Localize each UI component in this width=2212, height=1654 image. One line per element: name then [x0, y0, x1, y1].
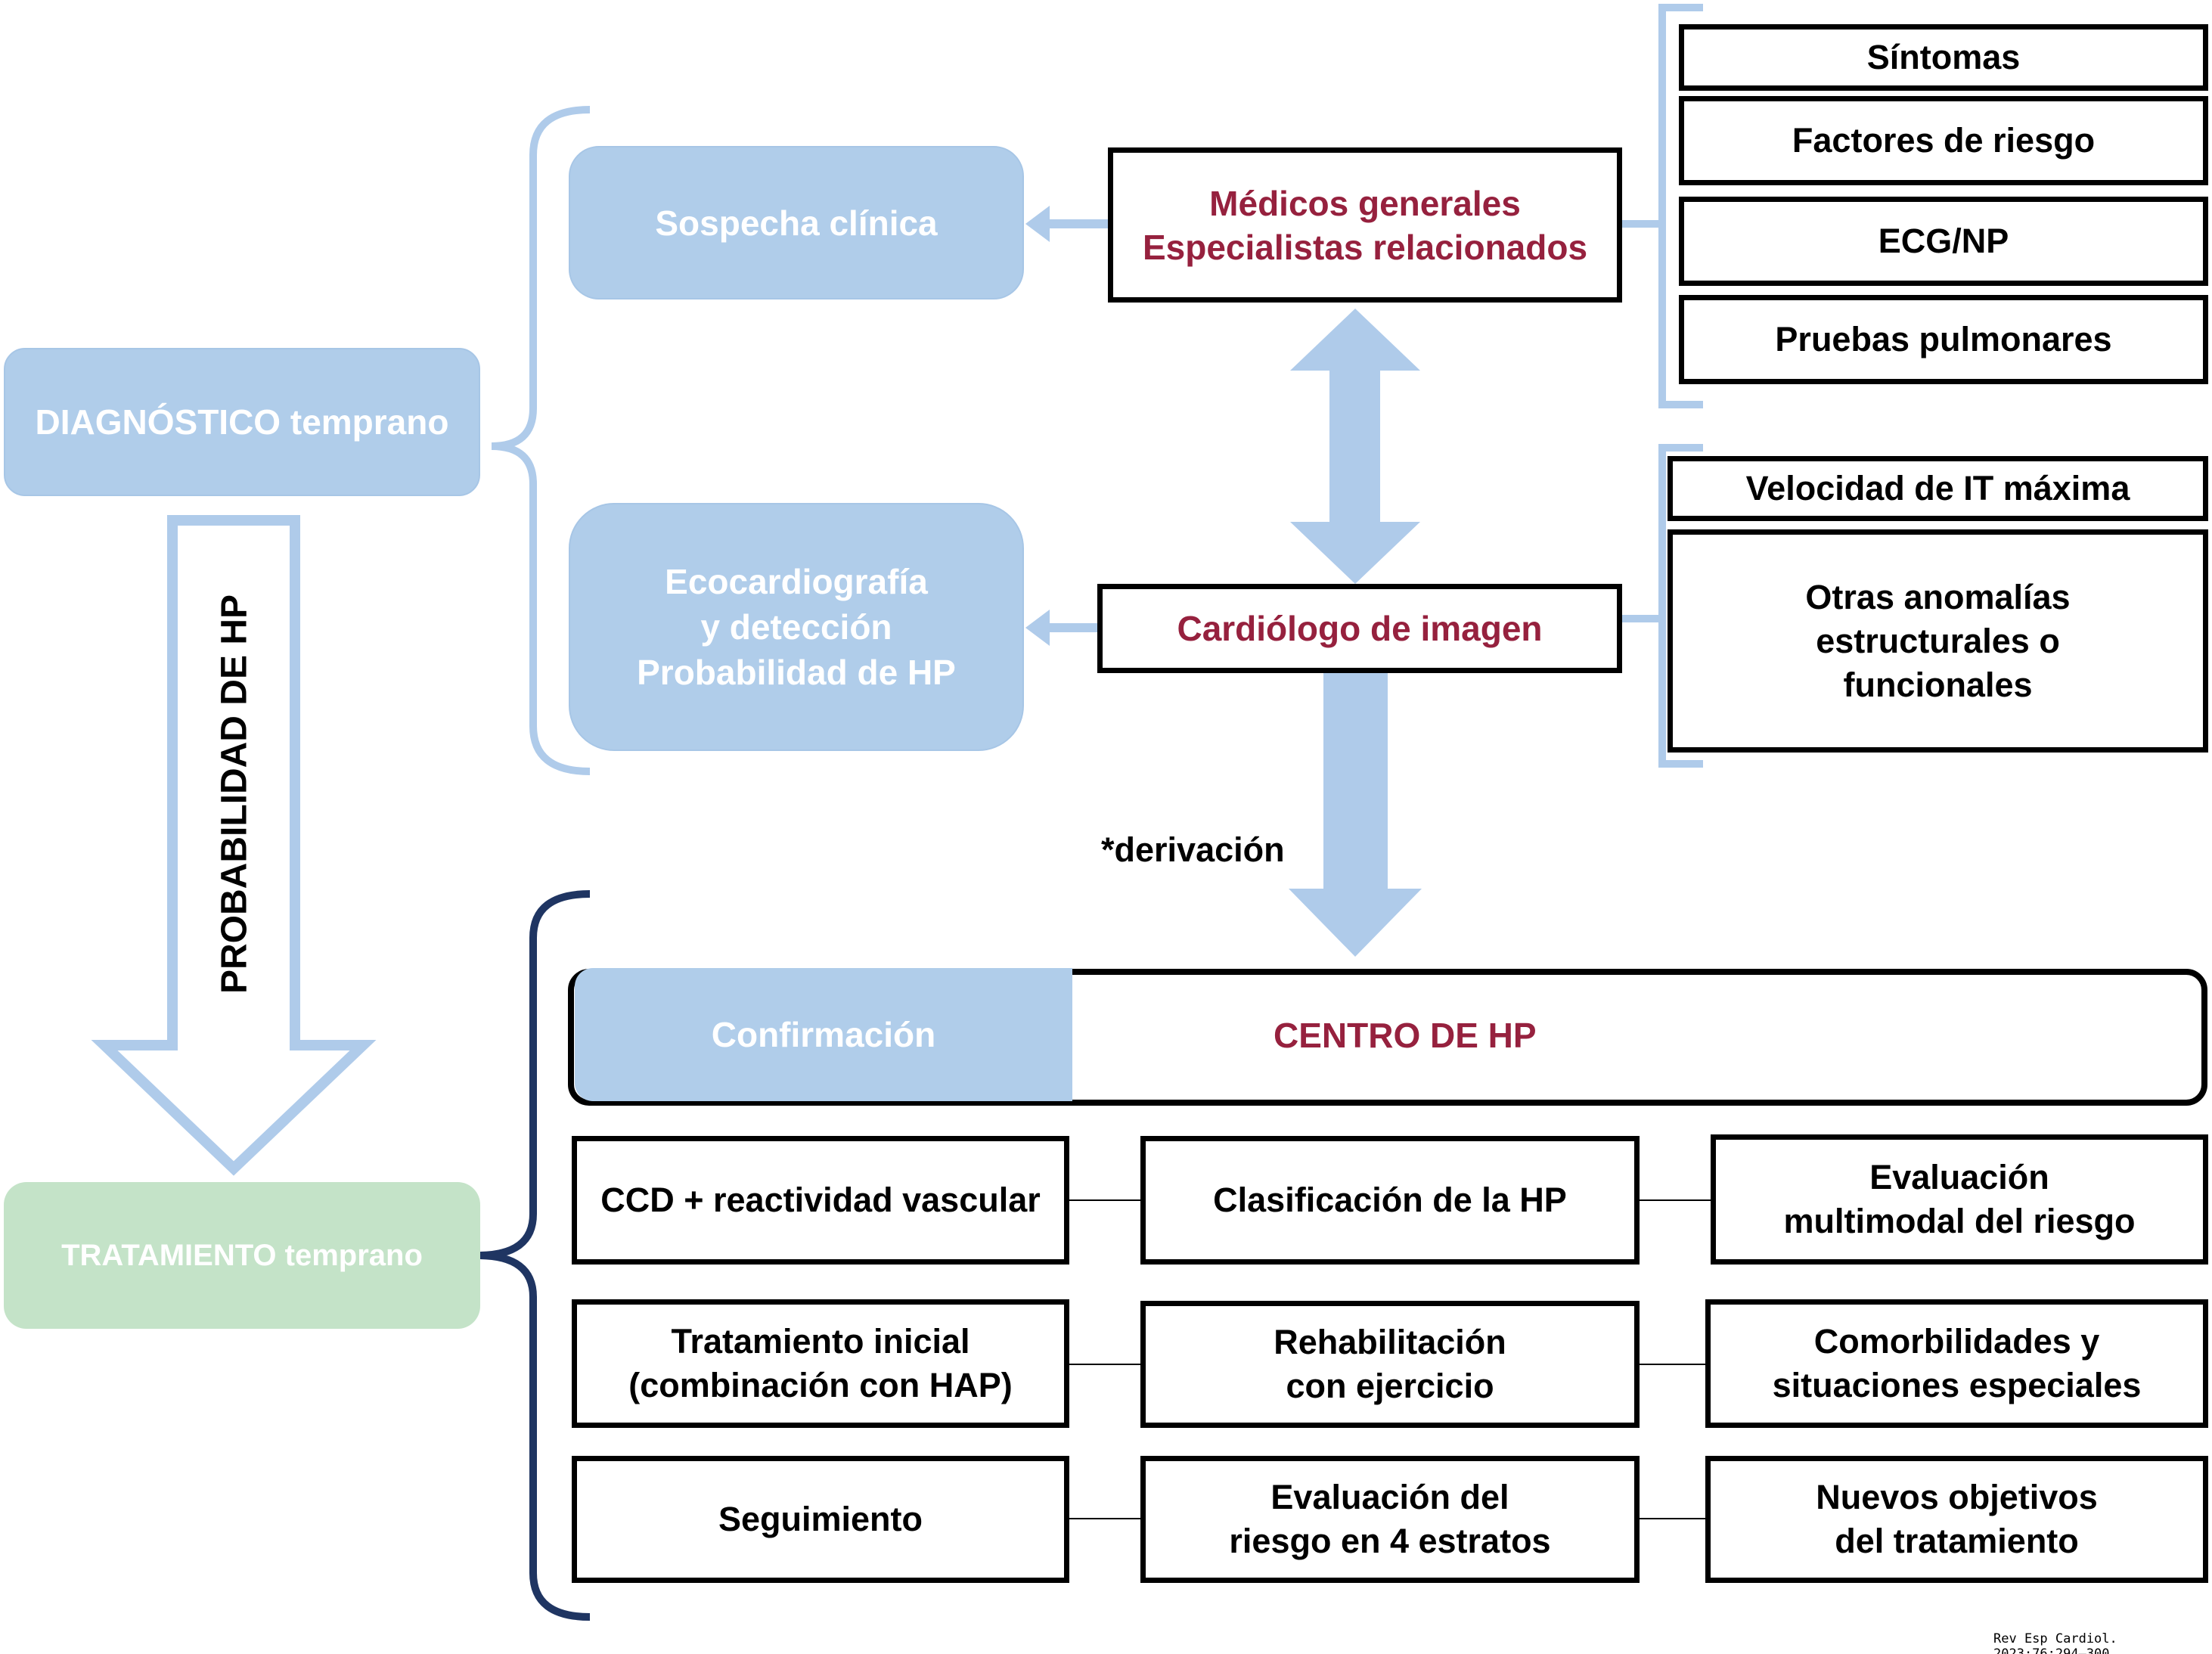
max-tr-velocity-box: Velocidad de IT máxima [1668, 456, 2208, 521]
new-treatment-goals-box: Nuevos objetivos del tratamiento [1705, 1456, 2208, 1583]
other-anomalies-label: Otras anomalías estructurales o funciona… [1805, 577, 2071, 704]
referral-label: *derivación [1101, 830, 1285, 869]
comorbidities-box: Comorbilidades y situaciones especiales [1705, 1299, 2208, 1428]
general-doctors-box: Médicos generales Especialistas relacion… [1108, 147, 1622, 303]
imaging-cardiologist-label: Cardiólogo de imagen [1177, 609, 1543, 648]
ecg-np-box: ECG/NP [1679, 197, 2208, 286]
follow-up-label: Seguimiento [718, 1500, 923, 1538]
risk-factors-box: Factores de riesgo [1679, 96, 2208, 185]
new-treatment-goals-label: Nuevos objetivos del tratamiento [1816, 1478, 2098, 1560]
pulmonary-tests-label: Pruebas pulmonares [1775, 320, 2112, 358]
other-anomalies-box: Otras anomalías estructurales o funciona… [1668, 529, 2208, 753]
symptoms-box: Síntomas [1679, 24, 2208, 91]
symptoms-label: Síntomas [1866, 38, 2021, 76]
ecg-np-label: ECG/NP [1878, 222, 2009, 260]
exercise-rehab-label: Rehabilitación con ejercicio [1274, 1323, 1506, 1405]
exercise-rehab-box: Rehabilitación con ejercicio [1140, 1301, 1640, 1428]
risk-factors-label: Factores de riesgo [1792, 121, 2096, 160]
early-diagnosis-label: DIAGNÓSTICO temprano [35, 402, 449, 442]
suspicion-items-bracket [1658, 4, 1703, 408]
max-tr-velocity-label: Velocidad de IT máxima [1745, 469, 2130, 507]
early-diagnosis-box: DIAGNÓSTICO temprano [4, 348, 480, 496]
doctors-to-suspicion-arrow [1025, 206, 1112, 242]
cardiologist-to-echo-arrow [1025, 610, 1100, 646]
multimodal-risk-box: Evaluación multimodal del riesgo [1711, 1134, 2208, 1265]
follow-up-box: Seguimiento [572, 1456, 1069, 1583]
confirmation-box: Confirmación [575, 968, 1072, 1101]
probability-arrow-label: PROBABILIDAD DE HP [214, 594, 255, 995]
early-treatment-box: TRATAMIENTO temprano [4, 1182, 480, 1329]
clinical-suspicion-box: Sospecha clínica [569, 146, 1024, 299]
ph-classification-box: Clasificación de la HP [1140, 1136, 1640, 1265]
initial-treatment-box: Tratamiento inicial (combinación con HAP… [572, 1299, 1069, 1428]
double-headed-arrow [1290, 309, 1420, 584]
rhc-vasoreactivity-label: CCD + reactividad vascular [600, 1181, 1041, 1219]
imaging-cardiologist-box: Cardiólogo de imagen [1097, 584, 1622, 673]
confirmation-label: Confirmación [711, 1015, 936, 1054]
echo-box: Ecocardiografía y detección Probabilidad… [569, 503, 1024, 751]
general-doctors-label: Médicos generales Especialistas relacion… [1142, 183, 1588, 267]
initial-treatment-label: Tratamiento inicial (combinación con HAP… [628, 1322, 1013, 1404]
multimodal-risk-label: Evaluación multimodal del riesgo [1783, 1158, 2136, 1240]
four-strata-risk-box: Evaluación del riesgo en 4 estratos [1140, 1456, 1640, 1583]
clinical-suspicion-label: Sospecha clínica [655, 203, 938, 243]
probability-down-arrow [91, 515, 377, 1176]
four-strata-risk-label: Evaluación del riesgo en 4 estratos [1229, 1478, 1551, 1560]
citation: Rev Esp Cardiol. 2023;76:294–300 [1993, 1631, 2117, 1654]
echo-label: Ecocardiografía y detección Probabilidad… [637, 562, 956, 692]
early-treatment-label: TRATAMIENTO temprano [61, 1238, 423, 1272]
echo-items-bracket [1658, 444, 1703, 768]
pulmonary-tests-box: Pruebas pulmonares [1679, 295, 2208, 384]
ph-classification-label: Clasificación de la HP [1213, 1181, 1567, 1219]
center-label: CENTRO DE HP [1274, 1016, 1537, 1055]
diagnosis-brace [491, 106, 591, 775]
grid-connectors [1068, 1199, 1714, 1519]
referral-arrow [1289, 672, 1422, 957]
rhc-vasoreactivity-box: CCD + reactividad vascular [572, 1136, 1069, 1265]
comorbidities-label: Comorbilidades y situaciones especiales [1772, 1322, 2142, 1404]
